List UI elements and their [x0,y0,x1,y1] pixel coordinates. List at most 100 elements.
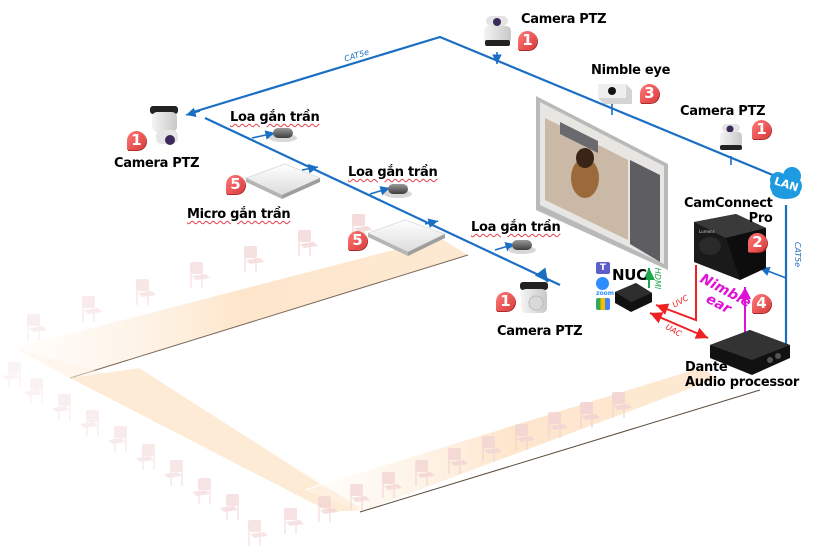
chair [220,494,239,520]
chair [27,314,47,340]
chair [318,496,338,522]
cable-camera-bottom [534,267,549,283]
camera-ptz-top [484,16,511,46]
chair [482,436,502,462]
badge-mic-1: 5 [226,175,245,194]
cable-speaker-2 [369,186,391,196]
participant-panel [630,160,660,262]
label-camera-top: Camera PTZ [521,12,607,27]
badge-number: 5 [352,231,363,249]
camera-ptz-right [720,124,742,150]
cable-label-cat5e-right: CAT5e [793,241,803,268]
cable-label-hdmi: HDMI [653,267,663,290]
display-screen [536,96,668,270]
chair [108,426,127,452]
badge-camera-bottom: 1 [496,292,515,311]
google-meet-icon [596,298,610,310]
uac-cable [649,312,709,339]
label-nimble-eye: Nimble eye [591,63,671,78]
zoom-icon [596,277,609,290]
chairs [2,214,632,546]
label-camconnect-line1: CamConnect [684,196,773,211]
label-dante-line1: Dante [685,360,728,375]
chair [515,424,535,450]
label-camera-bottom: Camera PTZ [497,324,583,339]
label-camera-right: Camera PTZ [680,104,766,119]
table-arm-upper [15,238,468,378]
chair [192,478,211,504]
ceiling-speaker-3 [508,240,536,254]
label-dante: Dante Audio processor [685,360,799,390]
table-edge [69,254,469,379]
badge-number: 1 [500,292,511,310]
badge-number: 2 [752,233,763,251]
badge-number: 1 [756,120,767,138]
zoom-text: zoom [596,290,614,297]
badge-number: 1 [131,131,142,149]
label-speaker-2: Loa gắn trần [348,165,438,180]
badge-number: 4 [756,294,767,312]
cat5e-cable-diagonal [204,117,561,286]
nuc-device [615,283,652,312]
camconnect-brand: Lumens [699,229,715,234]
label-speaker-1: Loa gắn trần [230,110,320,125]
chair [164,460,183,486]
badge-camera-right: 1 [752,120,771,139]
camera-ptz-bottom [520,282,548,313]
chair [136,279,156,305]
chair [136,444,155,470]
cable-speaker-3 [494,242,516,252]
ceiling-speaker-1 [269,128,297,142]
chair [248,520,268,546]
label-speaker-3: Loa gắn trần [471,220,561,235]
chair [2,362,21,388]
label-camconnect-line2: Pro [748,211,773,226]
table-arm-right [305,368,718,512]
ceiling-mic-1 [245,163,321,199]
badge-mic-2: 5 [348,231,367,250]
table-arm-diag [70,368,360,512]
chair [24,378,43,404]
chair [80,410,99,436]
ceiling-speaker-2 [384,184,412,198]
badge-number: 3 [644,84,655,102]
lan-cloud-icon [770,167,802,199]
cable-camconnect [759,266,787,279]
usb-cabling [649,265,709,339]
chair [244,246,264,272]
cat5e-cable-top [189,35,781,180]
chair [82,296,102,322]
nimble-eye-device [598,84,632,104]
app-icons: T zoom [596,262,614,310]
camconnect-pro-device: Lumens [694,214,766,280]
cable-mic-2 [424,218,439,228]
chair [612,392,632,418]
label-nuc: NUC [612,266,647,284]
chair [52,394,71,420]
network-cabling [185,35,788,352]
table-edge [139,367,331,491]
badge-number: 5 [230,175,241,193]
chair [415,460,435,486]
chair [448,448,468,474]
ceiling-mic-2 [367,219,446,256]
badge-camera-top: 1 [518,31,537,50]
teams-icon: T [596,262,610,274]
badge-camera-left: 1 [127,131,146,150]
label-ceiling-mic: Micro gắn trần [187,207,291,222]
chair [298,230,318,256]
chair [382,472,402,498]
badge-camconnect: 2 [748,233,767,252]
badge-number: 1 [522,31,533,49]
chair [190,262,210,288]
chair [350,484,370,510]
chair [548,412,568,438]
camera-ptz-left [150,106,178,145]
dante-audio-processor-device [710,330,790,375]
table-edge [304,462,386,491]
chair [580,402,600,428]
chair [284,508,304,534]
person-in-call [571,158,599,198]
cable-speaker-1 [251,130,276,140]
